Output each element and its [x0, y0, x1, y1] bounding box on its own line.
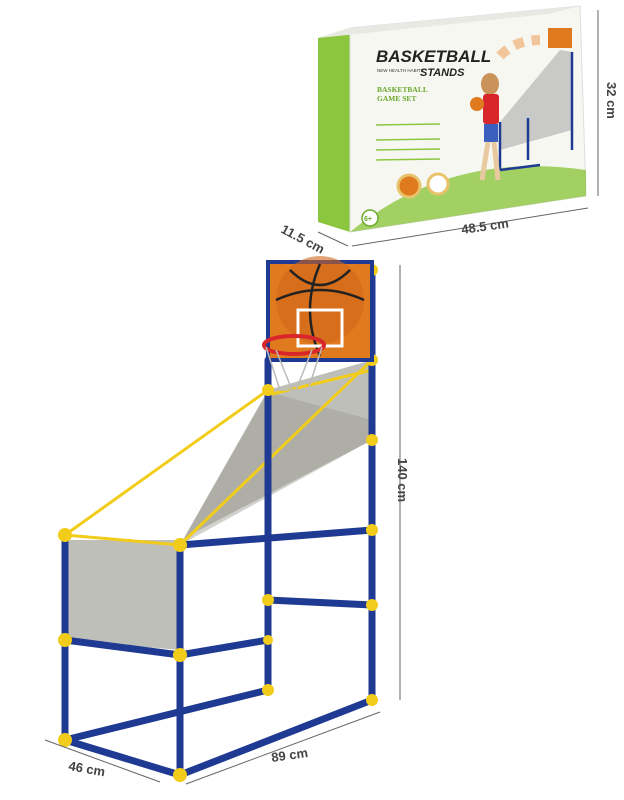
box-age-badge: 6+	[364, 216, 372, 223]
product-box: BASKETBALL STANDS NEW HEALTH HABITS BASK…	[318, 5, 587, 233]
box-top-panel	[318, 6, 580, 38]
box-brand-line1: BASKETBALL	[376, 47, 491, 66]
ball-arc	[496, 35, 541, 60]
hoop	[262, 334, 326, 391]
stand-depth-label: 46 cm	[67, 758, 106, 779]
stand-height-label: 140 cm	[395, 458, 410, 502]
backboard	[266, 256, 374, 362]
basketball-stand	[58, 256, 378, 782]
box-brand-line2: STANDS	[420, 67, 465, 79]
box-pump-image	[426, 172, 450, 196]
box-height-label: 32 cm	[604, 82, 619, 119]
box-ball-image	[396, 173, 422, 199]
box-kid-image	[470, 73, 501, 181]
stand-length-label: 89 cm	[270, 745, 309, 765]
box-side-panel	[318, 28, 350, 232]
box-tagline: NEW HEALTH HABITS	[377, 68, 424, 73]
box-depth-label: 11.5 cm	[279, 221, 328, 256]
box-subtitle-line1: BASKETBALL	[377, 85, 428, 94]
box-subtitle-line2: GAME SET	[377, 94, 416, 103]
box-width-label: 48.5 cm	[460, 215, 509, 236]
